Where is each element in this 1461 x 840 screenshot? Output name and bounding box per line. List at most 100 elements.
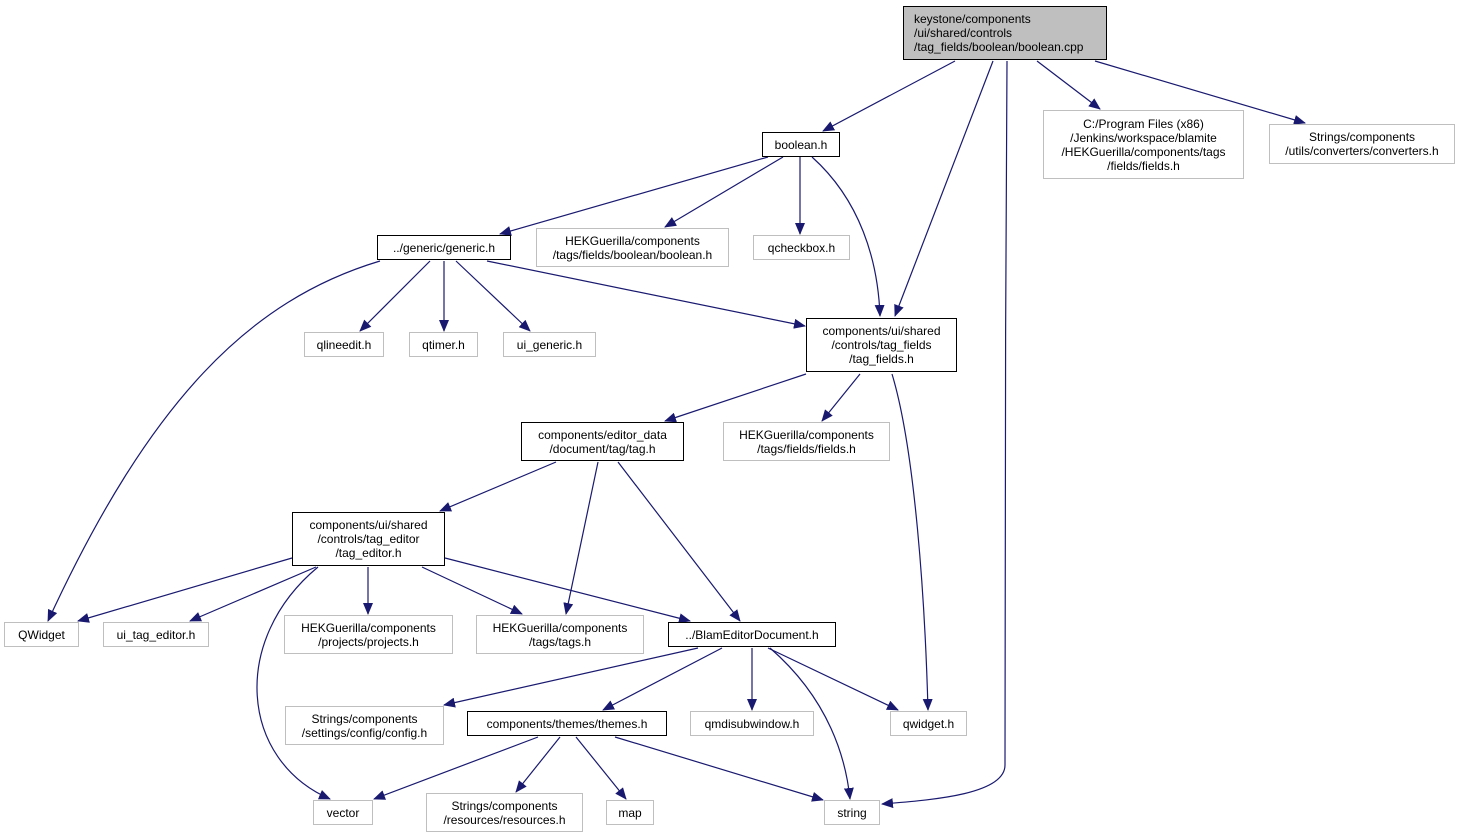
node-label-line: /tag_editor.h <box>335 546 402 560</box>
edge-tag-fields-to-hek-fields <box>821 373 861 422</box>
node-label-line: /fields/fields.h <box>1107 158 1180 173</box>
node-label-line: HEKGuerilla/components <box>565 233 700 248</box>
edge-root-to-tag-fields <box>894 60 994 317</box>
node-label-line: /tags/tags.h <box>528 634 592 649</box>
node-qlineedit-h: qlineedit.h <box>304 332 384 357</box>
node-label-line: /tags/fields/boolean/boolean.h <box>552 247 713 262</box>
node-label-line: /projects/projects.h <box>318 634 419 649</box>
node-label-line: /controls/tag_editor <box>317 532 420 546</box>
edge-blam-doc-to-string <box>769 647 854 800</box>
node-generic-h[interactable]: ../generic/generic.h <box>377 235 511 260</box>
node-qcheckbox-h: qcheckbox.h <box>753 235 850 260</box>
node-label-line: qlineedit.h <box>316 337 372 352</box>
edge-root-to-fields-ext <box>1036 60 1101 110</box>
node-label-line: QWidget <box>18 627 65 642</box>
node-label-line: /tag_fields.h <box>849 352 914 366</box>
node-hek-boolean-h: HEKGuerilla/components /tags/fields/bool… <box>536 228 729 267</box>
node-label-line: HEKGuerilla/components <box>492 620 628 635</box>
node-label-line: qmdisubwindow.h <box>704 716 800 731</box>
node-boolean-h[interactable]: boolean.h <box>762 132 840 157</box>
edge-generic-to-tag-fields <box>486 260 806 329</box>
edge-root-to-boolean-h <box>822 60 956 132</box>
node-string: string <box>824 800 880 825</box>
edge-root-to-converters <box>1094 60 1306 125</box>
edge-tag-editor-to-vector <box>256 566 331 800</box>
node-resources-h: Strings/components /resources/resources.… <box>426 793 583 832</box>
edge-tag-h-to-blam-doc <box>617 461 741 622</box>
edge-themes-to-map <box>575 736 627 800</box>
edge-tag-h-to-tag-editor <box>439 461 557 512</box>
node-label-line: components/ui/shared <box>822 324 941 338</box>
node-label-line: /tag_fields/boolean/boolean.cpp <box>914 40 1084 54</box>
node-label-line: qwidget.h <box>902 716 955 731</box>
edge-generic-to-ui-generic <box>455 260 531 332</box>
node-qtimer-h: qtimer.h <box>409 332 478 357</box>
node-boolean-cpp[interactable]: keystone/components /ui/shared/controls … <box>903 6 1107 60</box>
node-config-h: Strings/components /settings/config/conf… <box>285 706 444 745</box>
node-label-line: ../BlamEditorDocument.h <box>685 627 819 642</box>
edge-tag-editor-to-ui-tag-editor <box>189 566 317 622</box>
edge-boolean-to-generic <box>499 156 769 236</box>
node-vector: vector <box>313 800 373 825</box>
node-label-line: Strings/components <box>311 711 418 726</box>
node-label-line: /HEKGuerilla/components/tags <box>1061 144 1226 159</box>
edge-themes-to-vector <box>373 736 539 800</box>
node-label-line: C:/Program Files (x86) <box>1083 116 1204 131</box>
node-label-line: components/themes/themes.h <box>486 716 648 731</box>
edge-generic-to-qwidget-cap <box>47 260 381 622</box>
edge-generic-to-qlineedit <box>359 260 431 332</box>
node-label-line: string <box>837 805 867 820</box>
node-label-line: map <box>618 805 642 820</box>
node-map: map <box>606 800 654 825</box>
node-label-line: keystone/components <box>914 12 1031 26</box>
edge-blam-doc-to-config <box>443 647 699 708</box>
node-label-line: /utils/converters/converters.h <box>1285 144 1439 158</box>
node-label-line: Strings/components <box>1308 130 1416 144</box>
edge-themes-to-resources <box>515 736 561 793</box>
node-converters-h: Strings/components /utils/converters/con… <box>1269 124 1455 164</box>
node-label-line: /ui/shared/controls <box>914 26 1013 40</box>
node-label-line: /tags/fields/fields.h <box>757 441 856 456</box>
edge-tag-fields-to-tag-h <box>664 373 807 423</box>
node-label-line: boolean.h <box>774 137 828 152</box>
edge-themes-to-string <box>614 736 824 802</box>
edge-root-to-string <box>881 60 1008 809</box>
node-label-line: qtimer.h <box>422 337 465 352</box>
node-jenkins-fields-h: C:/Program Files (x86) /Jenkins/workspac… <box>1043 110 1244 179</box>
node-hek-fields-h: HEKGuerilla/components /tags/fields/fiel… <box>723 422 890 461</box>
node-projects-h: HEKGuerilla/components /projects/project… <box>284 615 453 654</box>
edge-tag-editor-to-tags-h <box>421 566 523 615</box>
node-label-line: qcheckbox.h <box>767 240 836 255</box>
node-ui-generic-h: ui_generic.h <box>503 332 596 357</box>
node-tag-h[interactable]: components/editor_data /document/tag/tag… <box>521 422 684 461</box>
node-label-line: /settings/config/config.h <box>301 725 428 740</box>
node-blam-editor-document-h[interactable]: ../BlamEditorDocument.h <box>668 622 836 647</box>
node-label-line: /controls/tag_fields <box>831 338 932 352</box>
node-tag-editor-h[interactable]: components/ui/shared /controls/tag_edito… <box>292 512 445 566</box>
edge-boolean-to-hek-boolean <box>664 156 784 228</box>
node-label-line: Strings/components <box>451 798 558 813</box>
node-label-line: HEKGuerilla/components <box>739 427 874 442</box>
edge-blam-doc-to-themes <box>602 647 723 711</box>
node-label-line: ui_generic.h <box>516 337 583 352</box>
node-tag-fields-h[interactable]: components/ui/shared /controls/tag_field… <box>806 318 957 372</box>
node-label-line: components/editor_data <box>538 427 667 442</box>
node-label-line: ui_tag_editor.h <box>116 627 196 642</box>
node-label-line: /resources/resources.h <box>443 812 566 827</box>
edge-boolean-to-tag-fields <box>811 156 885 317</box>
node-qmdisubwindow-h: qmdisubwindow.h <box>690 711 814 736</box>
edge-tag-editor-to-qwidget-cap <box>77 557 293 623</box>
node-themes-h[interactable]: components/themes/themes.h <box>467 711 667 736</box>
node-label-line: components/ui/shared <box>309 518 428 532</box>
node-label-line: ../generic/generic.h <box>392 240 496 255</box>
node-qwidget-h: qwidget.h <box>890 711 967 736</box>
node-tags-h: HEKGuerilla/components /tags/tags.h <box>476 615 644 654</box>
node-qwidget: QWidget <box>4 622 79 647</box>
node-ui-tag-editor-h: ui_tag_editor.h <box>103 622 209 647</box>
node-label-line: /document/tag/tag.h <box>549 441 656 456</box>
edge-tag-fields-to-qwidget-low <box>891 373 933 711</box>
edge-tag-editor-to-blam-doc <box>444 557 691 624</box>
node-label-line: vector <box>326 805 360 820</box>
